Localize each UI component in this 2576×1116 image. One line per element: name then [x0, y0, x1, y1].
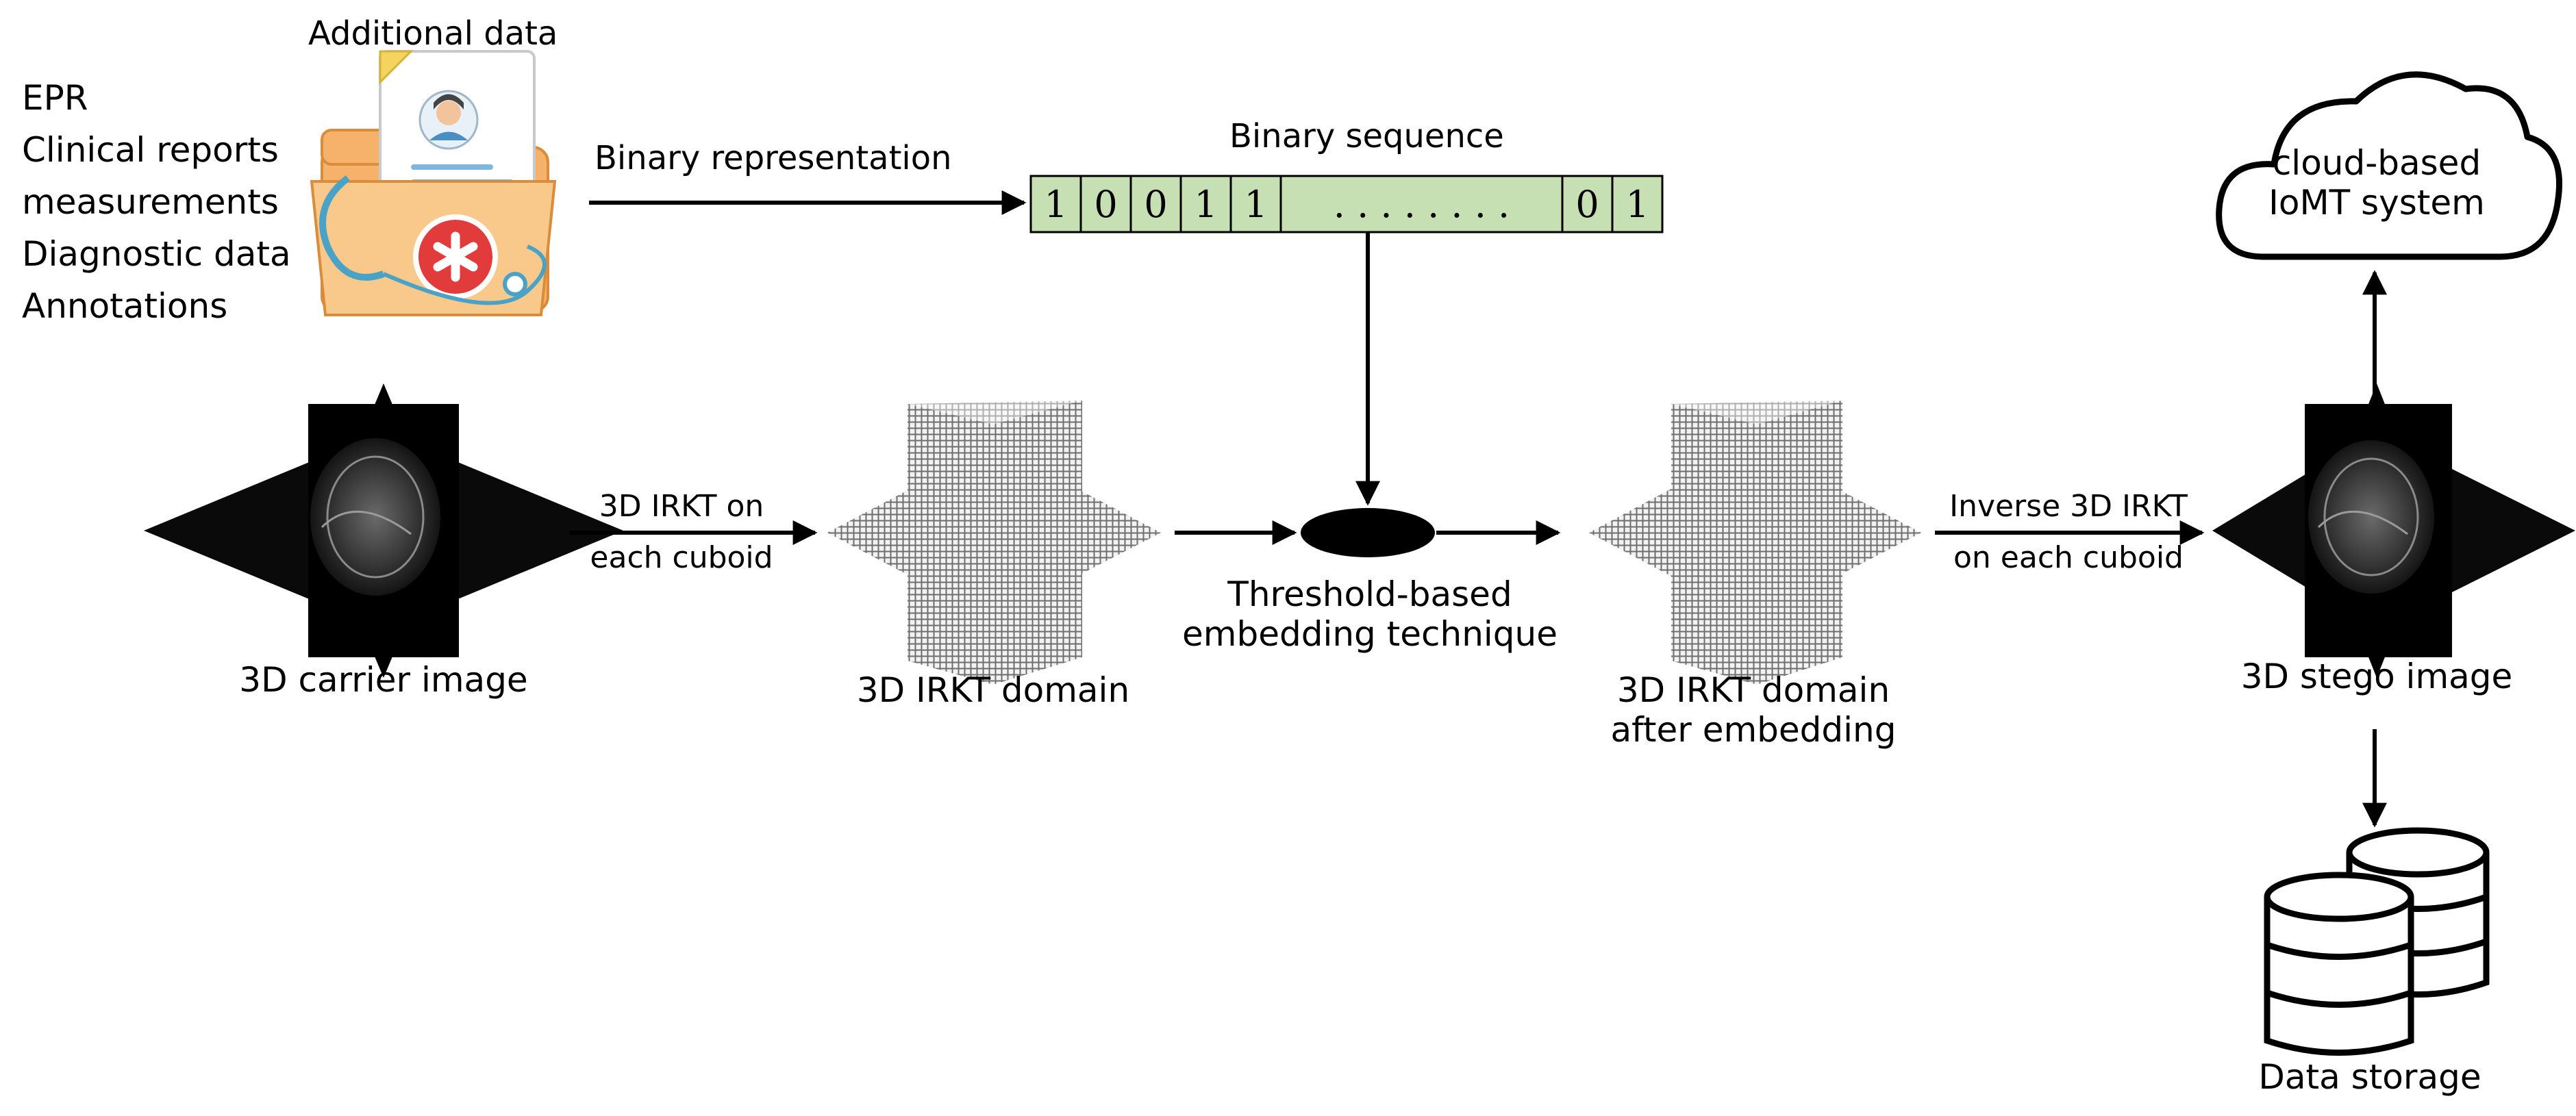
inverse-irkt-label-2: on each cuboid	[1928, 540, 2209, 576]
irkt-domain-embedded-mesh	[1589, 401, 1921, 685]
cloud-icon	[2216, 71, 2563, 260]
bit-value: 0	[1144, 183, 1167, 226]
embedding-label-line: embedding technique	[1182, 613, 1558, 654]
binary-representation-label: Binary representation	[595, 139, 952, 177]
bit-value: 0	[1094, 183, 1117, 226]
stethoscope-icon	[319, 175, 547, 305]
stego-image-label: 3D stego image	[2240, 657, 2513, 696]
cloud-label: cloud-based IoMT system	[2233, 143, 2521, 223]
irkt-after-label-line: 3D IRKT domain	[1616, 670, 1890, 710]
database-icon	[2264, 827, 2490, 1056]
bit-value: 1	[1044, 183, 1067, 226]
additional-data-list: EPR Clinical reports measurements Diagno…	[22, 72, 291, 332]
irkt-arrow-label-line: each cuboid	[590, 540, 773, 575]
bit-value: 1	[1625, 183, 1649, 226]
additional-data-item: Clinical reports	[22, 130, 279, 170]
carrier-volume-image	[144, 383, 623, 678]
irkt-arrow-label-2: each cuboid	[579, 540, 784, 576]
bit-value: 0	[1575, 183, 1599, 226]
embedding-label: Threshold-based embedding technique	[1158, 574, 1582, 654]
inverse-irkt-label-line: Inverse 3D IRKT	[1949, 489, 2188, 524]
additional-data-item: Annotations	[22, 286, 228, 326]
irkt-after-label-line: after embedding	[1610, 709, 1897, 750]
additional-data-item: EPR	[22, 78, 88, 118]
bit-value: 1	[1194, 183, 1217, 226]
irkt-domain-mesh	[827, 401, 1161, 685]
carrier-image-label: 3D carrier image	[239, 660, 528, 700]
irkt-arrow-label: 3D IRKT on	[579, 489, 784, 524]
irkt-arrow-label-line: 3D IRKT on	[599, 489, 764, 524]
irkt-domain-label: 3D IRKT domain	[856, 670, 1130, 710]
medical-folder-icon	[310, 50, 557, 316]
binary-sequence-label: Binary sequence	[1229, 117, 1504, 155]
inverse-irkt-label: Inverse 3D IRKT	[1928, 489, 2209, 524]
additional-data-item: Diagnostic data	[22, 234, 291, 274]
bit-value: 1	[1244, 183, 1267, 226]
bit-ellipsis: . . . . . . . .	[1334, 183, 1510, 226]
inverse-irkt-label-line: on each cuboid	[1953, 540, 2184, 575]
additional-data-item: measurements	[22, 182, 279, 222]
cloud-label-line: IoMT system	[2268, 182, 2485, 223]
data-storage-label: Data storage	[2258, 1057, 2481, 1097]
stego-volume-image	[2212, 383, 2575, 678]
cloud-label-line: cloud-based	[2272, 143, 2481, 183]
irkt-after-label: 3D IRKT domain after embedding	[1575, 670, 1931, 750]
embedding-node	[1301, 508, 1435, 557]
additional-data-title: Additional data	[308, 14, 558, 53]
embedding-label-line: Threshold-based	[1227, 574, 1512, 614]
